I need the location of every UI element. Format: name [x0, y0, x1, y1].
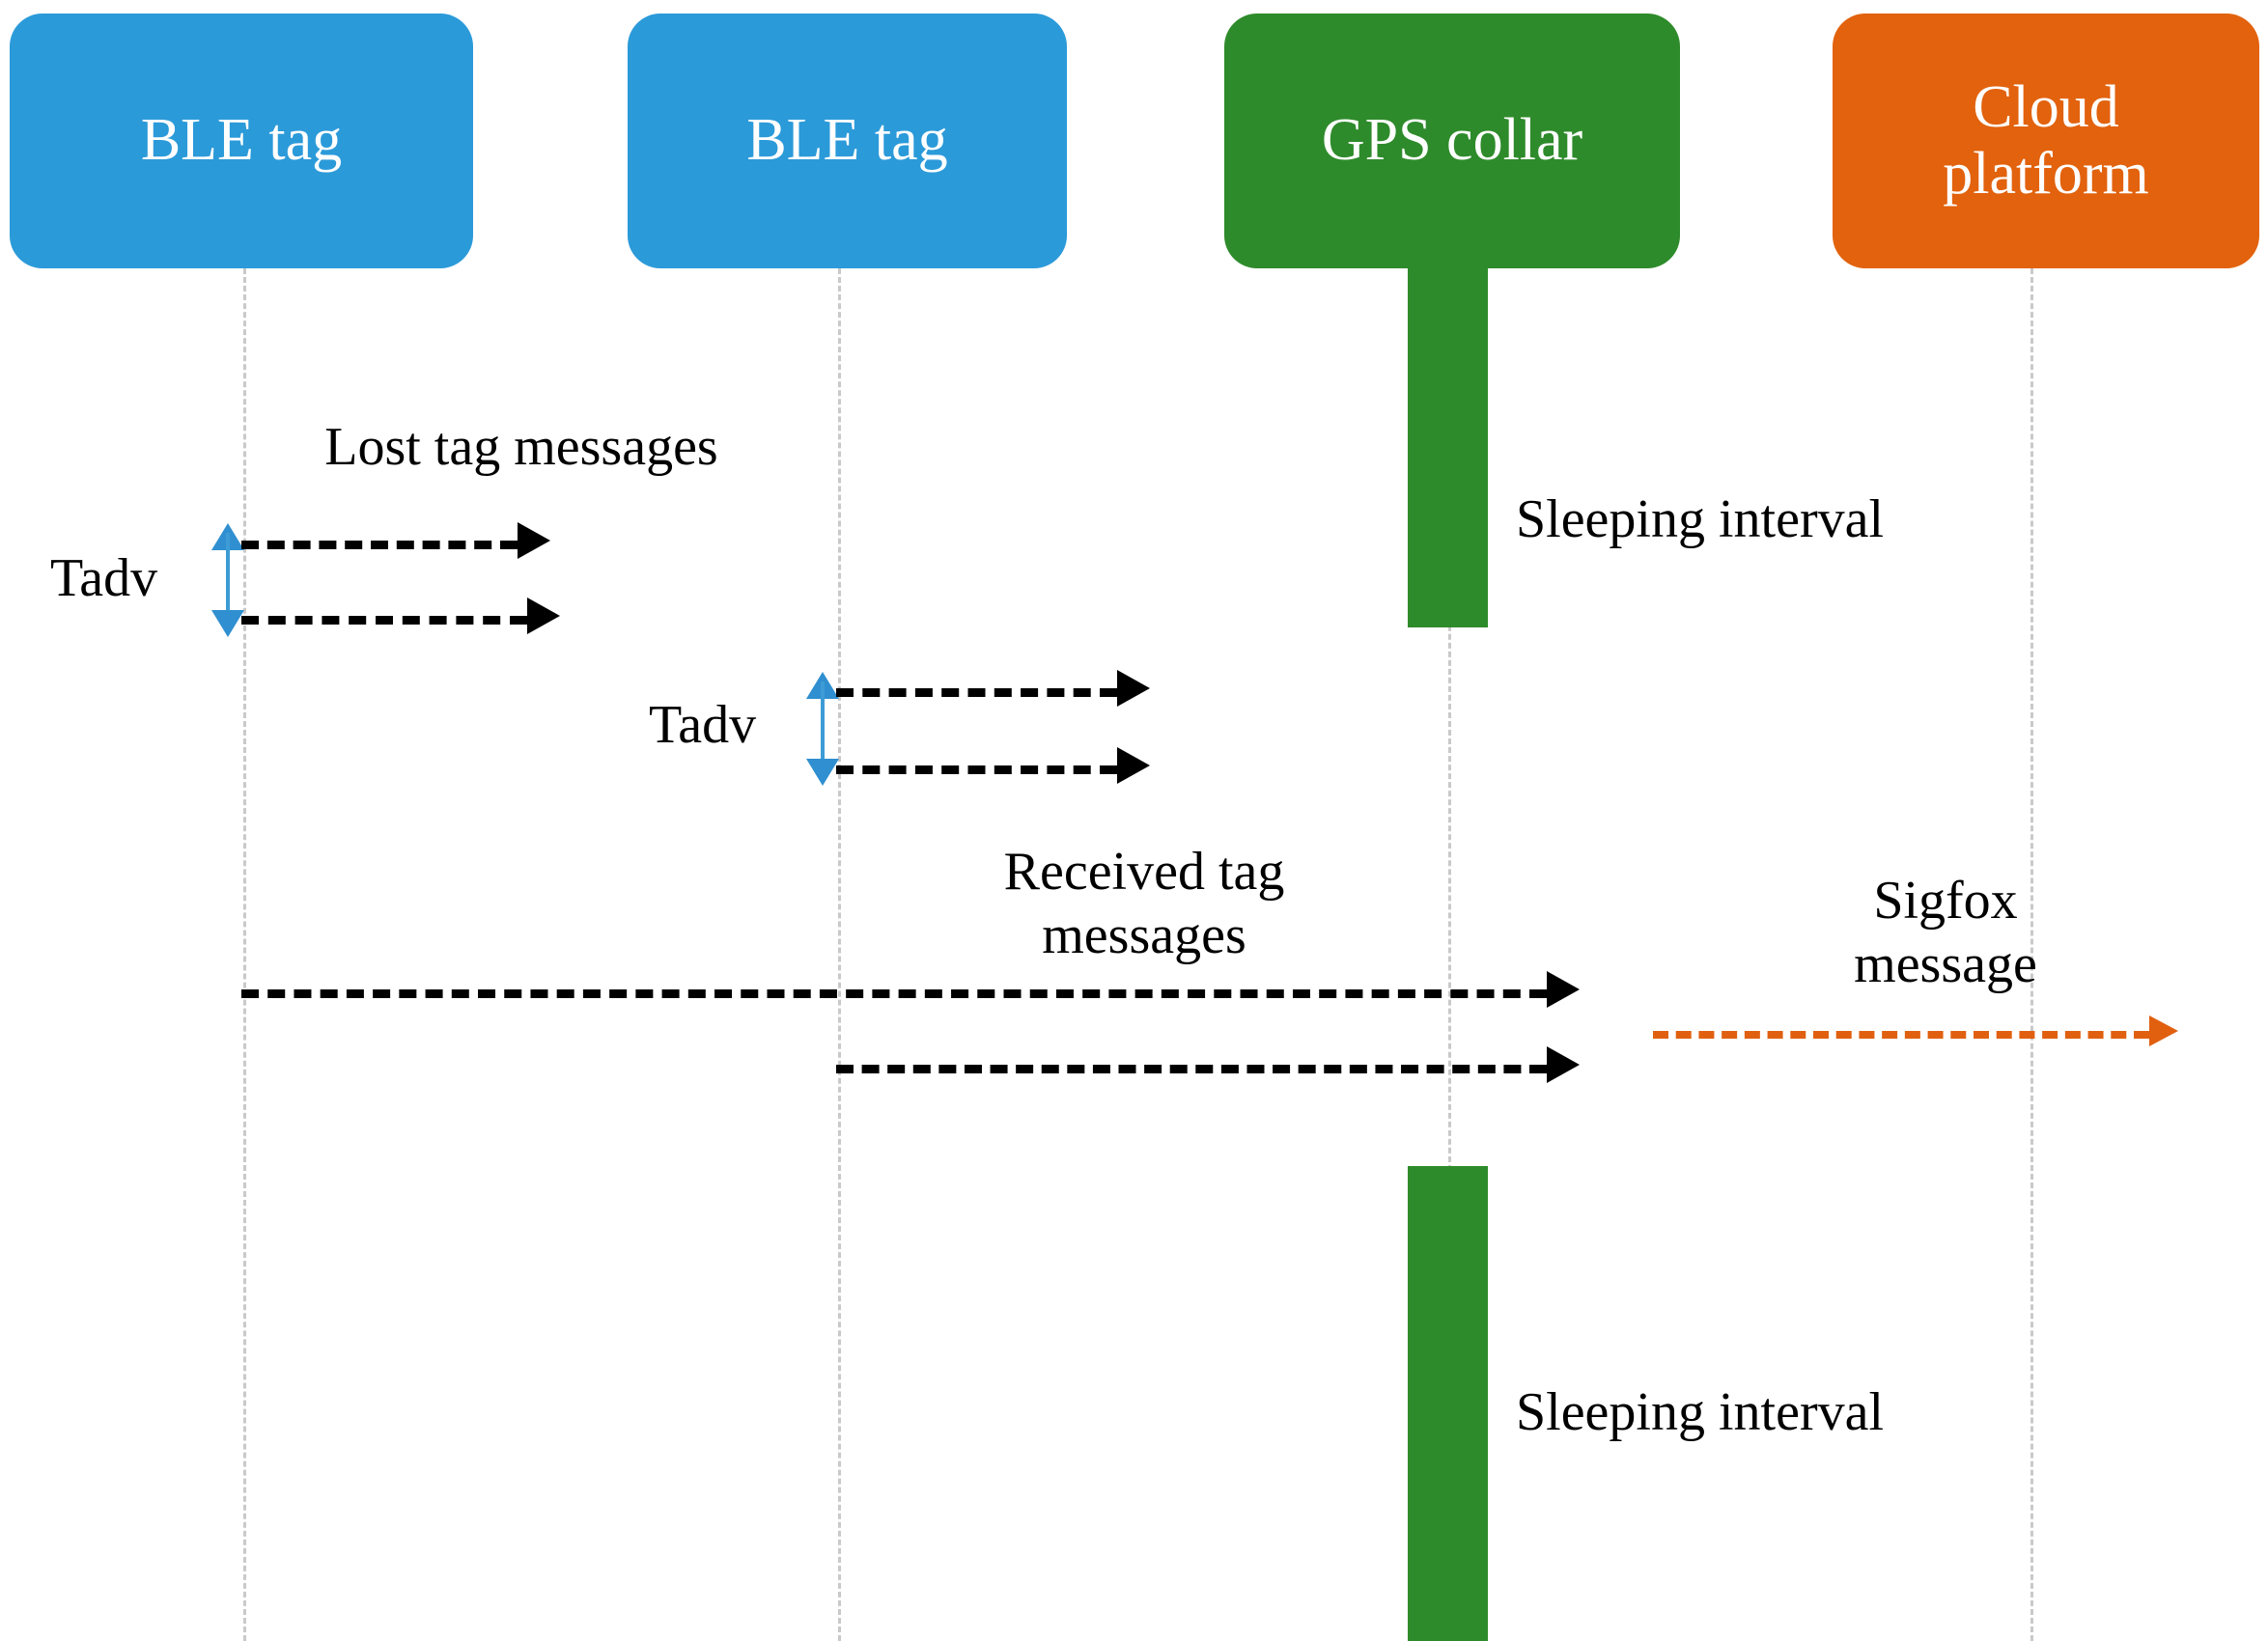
interval-arrowhead-down-icon: [211, 610, 244, 637]
message-arrowhead-icon: [1117, 670, 1150, 707]
participant-label-cloud-platform: Cloud platform: [1943, 73, 2149, 207]
annotation-sleeping-interval-top: Sleeping interval: [1516, 489, 1885, 549]
message-arrowhead-icon: [527, 598, 560, 634]
annotation-received-tag-messages: Received tag messages: [1003, 842, 1285, 966]
participant-gps-collar[interactable]: GPS collar: [1224, 14, 1680, 268]
lifeline-ble-tag-2: [838, 268, 841, 1641]
message-shaft: [1653, 1031, 2149, 1039]
message-arrowhead-icon: [518, 522, 550, 559]
participant-cloud-platform[interactable]: Cloud platform: [1833, 14, 2259, 268]
interval-label-tadv-1: Tadv: [50, 548, 158, 608]
message-shaft: [836, 765, 1117, 774]
interval-label-tadv-2: Tadv: [649, 695, 757, 755]
participant-ble-tag-1[interactable]: BLE tag: [10, 14, 473, 268]
message-shaft: [836, 688, 1117, 697]
message-shaft: [241, 541, 518, 549]
message-arrowhead-icon: [1117, 747, 1150, 784]
participant-label-gps-collar: GPS collar: [1321, 107, 1583, 174]
annotation-sleeping-interval-bottom: Sleeping interval: [1516, 1382, 1885, 1442]
message-arrowhead-icon: [2149, 1015, 2178, 1046]
message-arrowhead-icon: [1547, 971, 1580, 1008]
lifeline-ble-tag-1: [243, 268, 246, 1641]
message-shaft: [836, 1065, 1547, 1073]
message-shaft: [241, 616, 527, 625]
annotation-sigfox-message: Sigfox message: [1854, 871, 2037, 995]
activation-sleeping-bar-bottom: [1408, 1166, 1488, 1641]
message-shaft: [241, 989, 1547, 998]
interval-shaft: [821, 681, 825, 776]
lifeline-gps-collar: [1448, 268, 1451, 1641]
interval-shaft: [226, 533, 230, 627]
annotation-lost-tag-messages: Lost tag messages: [324, 417, 718, 477]
lifeline-cloud-platform: [2030, 268, 2033, 1641]
participant-label-ble-tag-1: BLE tag: [140, 107, 343, 174]
participant-ble-tag-2[interactable]: BLE tag: [628, 14, 1067, 268]
message-arrowhead-icon: [1547, 1046, 1580, 1083]
interval-arrowhead-down-icon: [806, 759, 839, 786]
participant-label-ble-tag-2: BLE tag: [746, 107, 948, 174]
